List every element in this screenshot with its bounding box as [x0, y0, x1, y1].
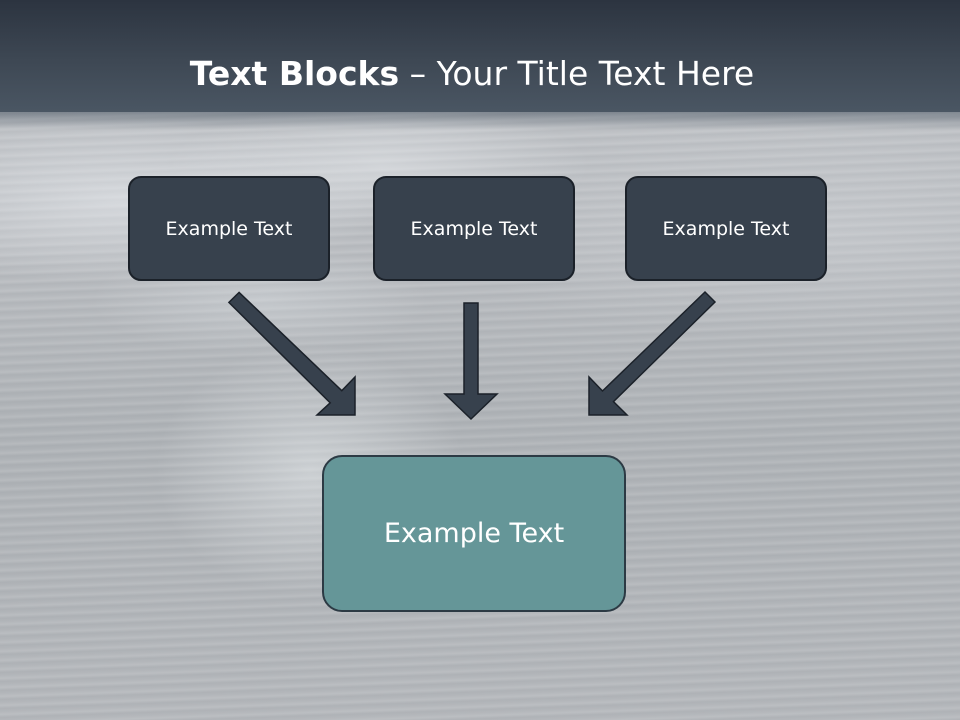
text-block-left: Example Text: [128, 176, 330, 281]
title-bold-part: Text Blocks: [189, 54, 400, 93]
text-block-middle-label: Example Text: [410, 217, 538, 240]
arrow-right-diagonal: [588, 290, 717, 416]
title-bar: [0, 0, 960, 130]
text-block-center: Example Text: [322, 455, 626, 612]
title-rest-part: – Your Title Text Here: [399, 54, 755, 93]
text-block-right-label: Example Text: [662, 217, 790, 240]
arrow-left-diagonal: [227, 291, 356, 416]
arrow-center-down: [443, 302, 499, 421]
text-block-right: Example Text: [625, 176, 827, 281]
text-block-middle: Example Text: [373, 176, 575, 281]
text-block-left-label: Example Text: [165, 217, 293, 240]
text-block-center-label: Example Text: [383, 518, 565, 549]
slide-title: Text Blocks – Your Title Text Here: [0, 53, 944, 95]
